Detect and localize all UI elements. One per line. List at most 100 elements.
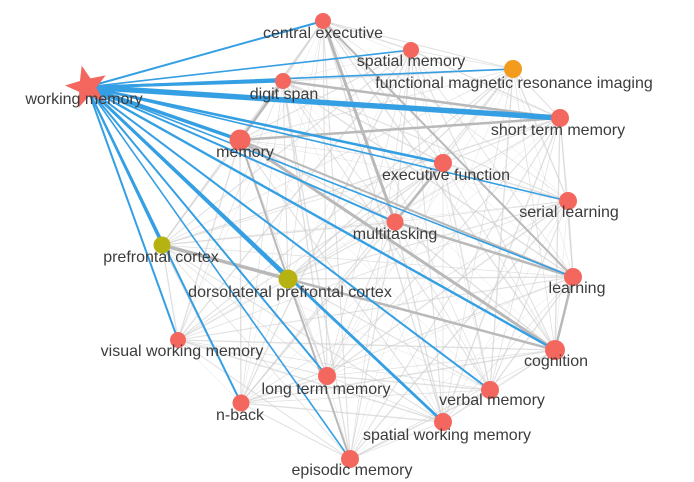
mesh-edge — [410, 49, 514, 70]
node-learning[interactable] — [564, 268, 582, 286]
mesh-edge — [287, 162, 444, 280]
label-cognition[interactable]: cognition — [524, 353, 588, 370]
mesh-edge — [287, 278, 491, 391]
label-serial-learning[interactable]: serial learning — [519, 204, 619, 221]
node-spatial-memory[interactable] — [403, 42, 419, 58]
mesh-edge — [322, 20, 444, 164]
mesh-edge — [322, 20, 514, 70]
mesh-edge — [177, 276, 574, 341]
mesh-edge — [489, 117, 561, 391]
edge-working-memory--long-term-memory — [86, 86, 328, 377]
mesh-edge — [322, 20, 412, 51]
label-short-term-memory[interactable]: short term memory — [491, 122, 625, 139]
mesh-edge — [349, 117, 561, 460]
node-short-term-memory[interactable] — [551, 109, 569, 127]
edge-central-executive--learning — [322, 20, 574, 278]
mesh-edge — [177, 339, 328, 377]
node-visual-working-memory[interactable] — [170, 332, 186, 348]
mesh-edge — [326, 162, 444, 377]
node-multitasking[interactable] — [386, 213, 404, 231]
mesh-edge — [177, 339, 242, 404]
node-dorsolateral-prefrontal-cortex[interactable] — [278, 269, 298, 289]
mesh-edge — [326, 349, 556, 377]
node-central-executive[interactable] — [315, 13, 331, 29]
mesh-edge — [240, 402, 444, 423]
mesh-edge — [282, 80, 444, 164]
label-episodic-memory[interactable]: episodic memory — [292, 462, 413, 479]
mesh-edge — [161, 162, 444, 246]
mesh-edge — [349, 68, 514, 460]
label-spatial-memory[interactable]: spatial memory — [357, 53, 465, 70]
node-cognition[interactable] — [545, 340, 565, 360]
mesh-edge — [161, 244, 351, 460]
mesh-edge — [287, 68, 514, 280]
edge-working-memory--verbal-memory — [86, 86, 491, 391]
mesh-edge — [239, 139, 396, 223]
label-executive-function[interactable]: executive function — [382, 167, 510, 184]
label-central-executive[interactable]: central executive — [263, 25, 383, 42]
edge-working-memory--learning — [86, 86, 574, 278]
edge-learning--cognition — [553, 275, 575, 352]
node-spatial-working-memory[interactable] — [434, 413, 452, 431]
mesh-edge — [161, 244, 179, 341]
edge-executive-function--multitasking — [393, 161, 445, 224]
mesh-edge — [567, 200, 574, 278]
mesh-edge — [161, 244, 444, 423]
label-visual-working-memory[interactable]: visual working memory — [101, 343, 264, 360]
mesh-edge — [326, 117, 561, 377]
mesh-edge — [177, 278, 289, 341]
mesh-edge — [442, 162, 491, 391]
mesh-edge — [410, 49, 574, 278]
node-digit-span[interactable] — [275, 73, 291, 89]
mesh-edge — [177, 339, 556, 351]
node-episodic-memory[interactable] — [341, 450, 359, 468]
edge-working-memory--memory — [85, 85, 242, 142]
mesh-edge — [177, 20, 324, 341]
label-working-memory[interactable]: working memory — [24, 91, 142, 108]
edge-digit-span--short-term-memory — [281, 79, 562, 120]
label-dorsolateral-prefrontal-cortex[interactable]: dorsolateral prefrontal cortex — [188, 284, 392, 301]
label-n-back[interactable]: n-back — [216, 407, 265, 424]
mesh-edge — [326, 375, 491, 391]
node-functional-magnetic-resonance-imaging[interactable] — [504, 60, 522, 78]
node-working-memory[interactable] — [65, 65, 106, 108]
label-functional-magnetic-resonance-imaging[interactable]: functional magnetic resonance imaging — [375, 75, 653, 92]
mesh-edge — [240, 80, 284, 404]
edge-working-memory--executive-function — [85, 85, 445, 165]
edge-dorsolateral-prefrontal-cortex--cognition — [286, 277, 557, 352]
node-long-term-memory[interactable] — [318, 367, 336, 385]
label-memory[interactable]: memory — [216, 144, 274, 161]
label-digit-span[interactable]: digit span — [250, 86, 319, 103]
mesh-edge — [442, 162, 569, 202]
edge-working-memory--central-executive — [86, 20, 324, 88]
label-verbal-memory[interactable]: verbal memory — [439, 392, 545, 409]
mesh-edge — [326, 68, 514, 377]
mesh-edge — [512, 68, 561, 119]
label-learning[interactable]: learning — [549, 280, 606, 297]
mesh-edge — [394, 221, 556, 351]
mesh-edge — [240, 221, 396, 404]
mesh-edge — [394, 221, 491, 391]
mesh-edge — [287, 276, 574, 280]
label-prefrontal-cortex[interactable]: prefrontal cortex — [103, 249, 219, 266]
mesh-edge — [349, 349, 556, 460]
node-verbal-memory[interactable] — [481, 381, 499, 399]
mesh-edge — [287, 20, 324, 280]
mesh-edge — [240, 200, 569, 404]
label-long-term-memory[interactable]: long term memory — [262, 381, 391, 398]
mesh-edge — [282, 80, 556, 351]
node-n-back[interactable] — [232, 394, 250, 412]
node-memory[interactable] — [229, 129, 251, 151]
label-spatial-working-memory[interactable]: spatial working memory — [363, 427, 531, 444]
edge-working-memory--digit-span — [85, 79, 285, 89]
node-serial-learning[interactable] — [559, 192, 577, 210]
label-multitasking[interactable]: multitasking — [353, 226, 437, 243]
nodes — [65, 13, 582, 468]
mesh-edge — [442, 162, 556, 351]
node-prefrontal-cortex[interactable] — [153, 236, 171, 254]
mesh-edge — [394, 117, 561, 223]
node-executive-function[interactable] — [434, 154, 452, 172]
edge-central-executive--multitasking — [321, 19, 397, 224]
mesh-edge — [554, 200, 569, 351]
